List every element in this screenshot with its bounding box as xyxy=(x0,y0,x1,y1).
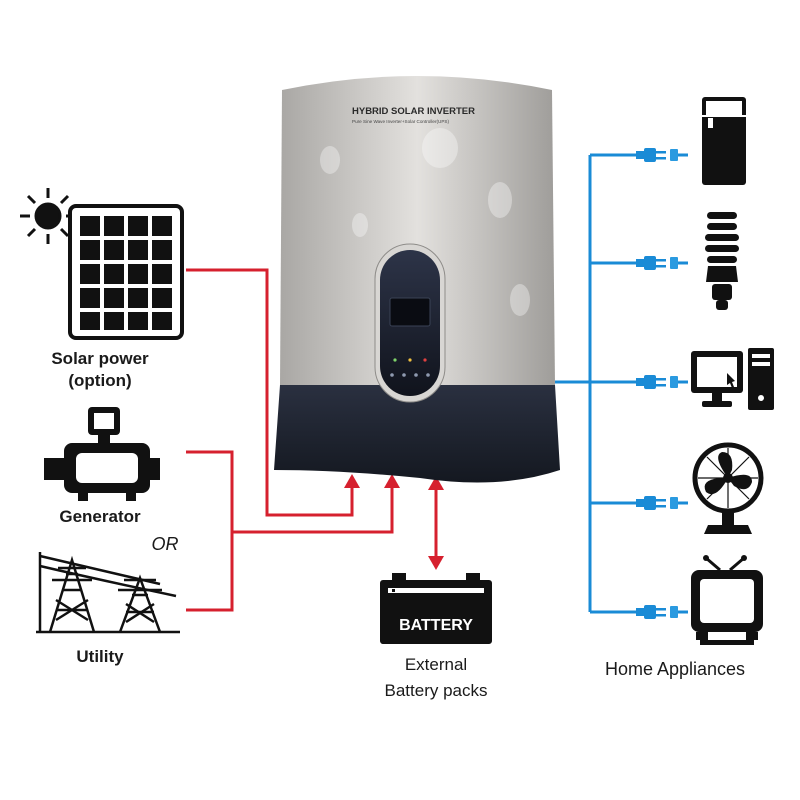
computer-icon xyxy=(691,348,774,410)
inverter-unit: HYBRID SOLAR INVERTER Pure Sine Wave Inv… xyxy=(274,76,560,483)
or-label: OR xyxy=(151,534,179,554)
input-wiring xyxy=(186,268,394,612)
fridge-icon xyxy=(702,97,746,185)
solar-label-line2: (option) xyxy=(68,371,132,390)
battery-wiring xyxy=(428,476,444,570)
battery-icon-text: BATTERY xyxy=(399,617,473,634)
battery-icon: BATTERY xyxy=(380,573,492,644)
battery-label: External Battery packs xyxy=(356,654,516,702)
generator-icon xyxy=(44,407,160,501)
solar-panel-icon xyxy=(68,204,184,340)
cfl-bulb-icon xyxy=(705,212,739,310)
generator-label: Generator xyxy=(59,507,141,526)
fan-icon xyxy=(692,442,764,534)
inverter-subtitle: Pure Sine Wave Inverter+Solar Controller… xyxy=(352,119,449,124)
tv-icon xyxy=(691,555,763,645)
input-arrows xyxy=(344,474,400,488)
battery-label-line2: Battery packs xyxy=(384,681,488,700)
utility-pylon-icon xyxy=(36,552,180,634)
appliances-label: Home Appliances xyxy=(604,659,746,679)
inverter-title: HYBRID SOLAR INVERTER xyxy=(352,106,475,117)
utility-label: Utility xyxy=(76,647,124,666)
output-wiring xyxy=(555,153,640,614)
plug-icons xyxy=(636,148,688,619)
solar-label-line1: Solar power xyxy=(51,349,149,368)
sun-icon xyxy=(20,188,76,244)
battery-label-line1: External xyxy=(404,655,468,674)
solar-label: Solar power (option) xyxy=(30,348,170,392)
